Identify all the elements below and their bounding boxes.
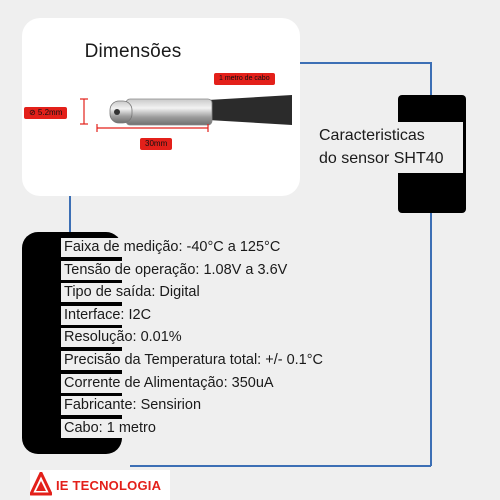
connector-line-top bbox=[300, 62, 431, 64]
cable-length-tag: 1 metro de cabo bbox=[214, 73, 275, 85]
characteristics-label-line1: Caracteristicas bbox=[319, 127, 425, 144]
connector-line-bottom bbox=[130, 465, 431, 467]
length-tag: 30mm bbox=[140, 138, 173, 150]
ie-logo-icon bbox=[30, 472, 52, 496]
dimensions-card: Dimensões 1 metro de cabo ⊘ 5.2mm 30mm bbox=[22, 18, 300, 196]
spec-item-resolution: Resolução: 0.01% bbox=[61, 328, 186, 348]
brand-block bbox=[30, 470, 170, 500]
spec-item-supply-current: Corrente de Alimentação: 350uA bbox=[61, 373, 278, 393]
diameter-tag: ⊘ 5.2mm bbox=[24, 107, 68, 119]
spec-item-operating-voltage: Tensão de operação: 1.08V a 3.6V bbox=[61, 260, 292, 280]
spec-item-measurement-range: Faixa de medição: -40°C a 125°C bbox=[61, 238, 285, 257]
connector-line-right bbox=[430, 62, 432, 466]
spec-item-output-type: Tipo de saída: Digital bbox=[61, 283, 204, 303]
brand-name: IE TECNOLOGIA bbox=[56, 478, 162, 493]
connector-line-left bbox=[69, 196, 71, 236]
characteristics-label-line2: do sensor SHT40 bbox=[319, 150, 444, 167]
spec-item-interface: Interface: I2C bbox=[61, 305, 156, 325]
sensor-probe-illustration bbox=[80, 95, 292, 132]
dimensions-title: Dimensões bbox=[84, 41, 182, 62]
specs-list: Faixa de medição: -40°C a 125°C Tensão d… bbox=[61, 238, 328, 441]
spec-item-manufacturer: Fabricante: Sensirion bbox=[61, 396, 206, 416]
spec-item-cable: Cabo: 1 metro bbox=[61, 418, 160, 438]
characteristics-label: Caracteristicas do sensor SHT40 bbox=[313, 122, 463, 173]
spec-item-temperature-accuracy: Precisão da Temperatura total: +/- 0.1°C bbox=[61, 350, 328, 370]
